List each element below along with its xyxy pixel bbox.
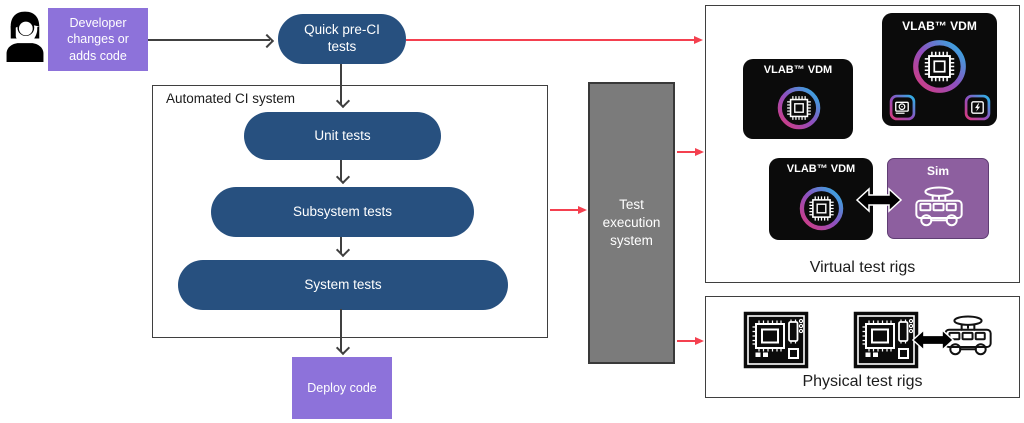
unit-tests-label: Unit tests: [314, 127, 371, 143]
circuit-board-icon: [743, 311, 809, 369]
vlab-vdm-label: VLAB™ VDM: [763, 64, 833, 76]
pre-ci-tests-label: Quick pre-CI tests: [304, 22, 380, 54]
physical-test-rigs-title: Physical test rigs: [802, 373, 923, 390]
automated-ci-system-title: Automated CI system: [166, 91, 296, 106]
subsystem-tests-label: Subsystem tests: [292, 203, 393, 219]
vlab-vdm-label: VLAB™ VDM: [786, 163, 856, 175]
arrow-ci-to-deploy: [340, 309, 342, 352]
double-arrow-icon: [912, 329, 954, 351]
vlab-vdm-device-linked: VLAB™ VDM: [769, 158, 873, 240]
system-tests-pill: System tests: [178, 260, 508, 310]
physical-test-rigs-box: Physical test rigs: [705, 296, 1020, 398]
arrow-executor-to-physical: [677, 337, 704, 345]
circuit-board-icon: [853, 311, 919, 369]
vlab-vdm-device-large: VLAB™ VDM: [882, 13, 997, 126]
van-lidar-icon: [915, 186, 963, 227]
vlab-vdm-device-small: VLAB™ VDM: [743, 59, 853, 139]
system-tests-label: System tests: [304, 276, 382, 292]
chip-ring-icon: [776, 85, 822, 131]
arrow-unit-to-subsystem: [340, 160, 342, 181]
chip-ring-icon: [798, 185, 845, 232]
arrow-preci-to-ci: [340, 64, 342, 105]
test-execution-system-box: Test execution system: [588, 82, 675, 364]
subsystem-tests-pill: Subsystem tests: [211, 187, 474, 237]
deploy-code-label: Deploy code: [307, 380, 377, 395]
virtual-test-rigs-title: Virtual test rigs: [809, 259, 916, 276]
unit-tests-pill: Unit tests: [244, 112, 441, 160]
developer-avatar-icon: [6, 11, 44, 62]
chip-ring-icon: [911, 38, 968, 95]
vlab-vdm-label: VLAB™ VDM: [902, 19, 977, 33]
pre-ci-tests-pill: Quick pre-CI tests: [278, 14, 406, 64]
double-arrow-icon: [856, 188, 902, 212]
arrow-executor-to-virtual: [677, 148, 704, 156]
arrow-preci-to-virtual: [406, 36, 703, 44]
arrow-ci-to-executor: [550, 206, 587, 214]
sim-box: Sim: [887, 158, 989, 239]
developer-changes-label: Developer changes or adds code: [67, 16, 129, 63]
automated-ci-system-box: Automated CI system Unit tests Subsystem…: [152, 85, 548, 338]
test-execution-system-label: Test execution system: [602, 196, 661, 249]
arrow-subsystem-to-system: [340, 237, 342, 254]
sim-label: Sim: [926, 164, 949, 178]
bolt-chip-icon: [964, 94, 991, 121]
virtual-test-rigs-box: VLAB™ VDM VLAB™ VDM VLAB™ VDM Sim Virtua…: [705, 5, 1020, 283]
developer-changes-box: Developer changes or adds code: [48, 8, 148, 71]
gpu-chip-icon: [889, 94, 916, 121]
arrow-developer-to-preci: [148, 39, 270, 41]
deploy-code-box: Deploy code: [292, 357, 392, 419]
